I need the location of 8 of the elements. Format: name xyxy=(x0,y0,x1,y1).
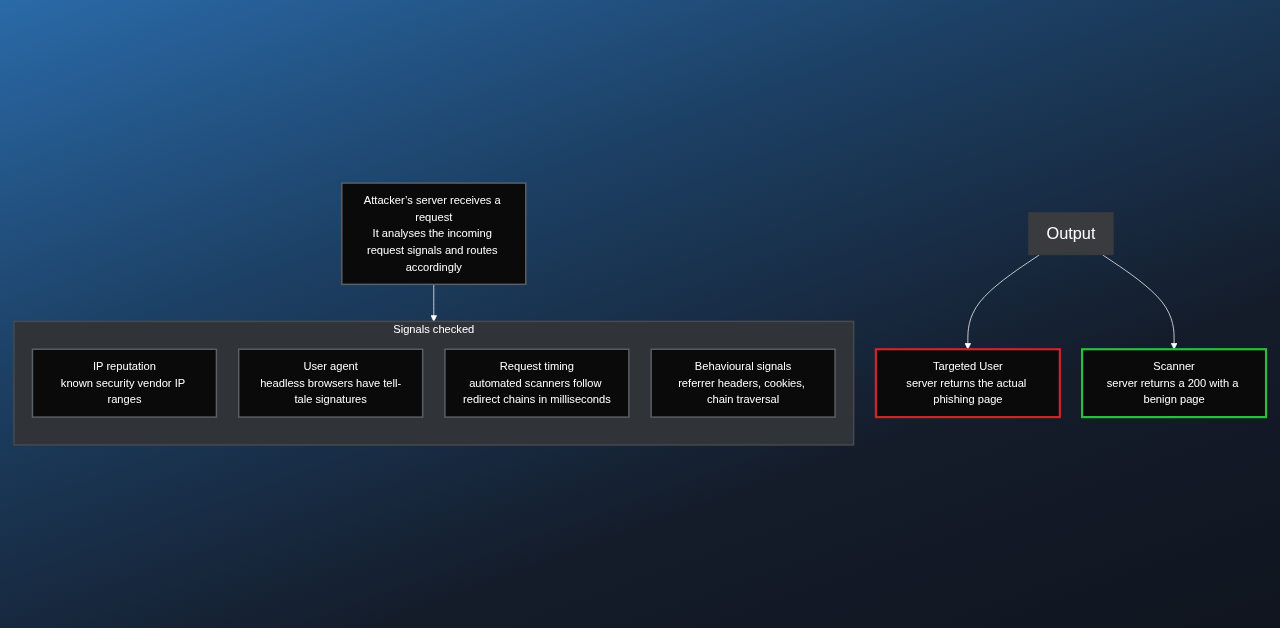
node-box: Targeted User server returns the actual phishing page xyxy=(874,348,1061,419)
node-box: Output xyxy=(1028,212,1114,256)
node-box: IP reputation known security vendor IP ranges xyxy=(31,348,218,418)
node-box: User agent headless browsers have tell-tale signatures xyxy=(237,348,424,418)
node-box: Scanner server returns a 200 with a benign page xyxy=(1081,348,1268,419)
node-box: Behavioural signals referrer headers, cookies, chain traversal xyxy=(650,348,836,418)
node-box: Attacker’s server receives a request It analyses the incoming request signals and routes accordingly xyxy=(341,182,527,286)
node-box: Request timing automated scanners follow redirect chains in milliseconds xyxy=(444,348,630,418)
